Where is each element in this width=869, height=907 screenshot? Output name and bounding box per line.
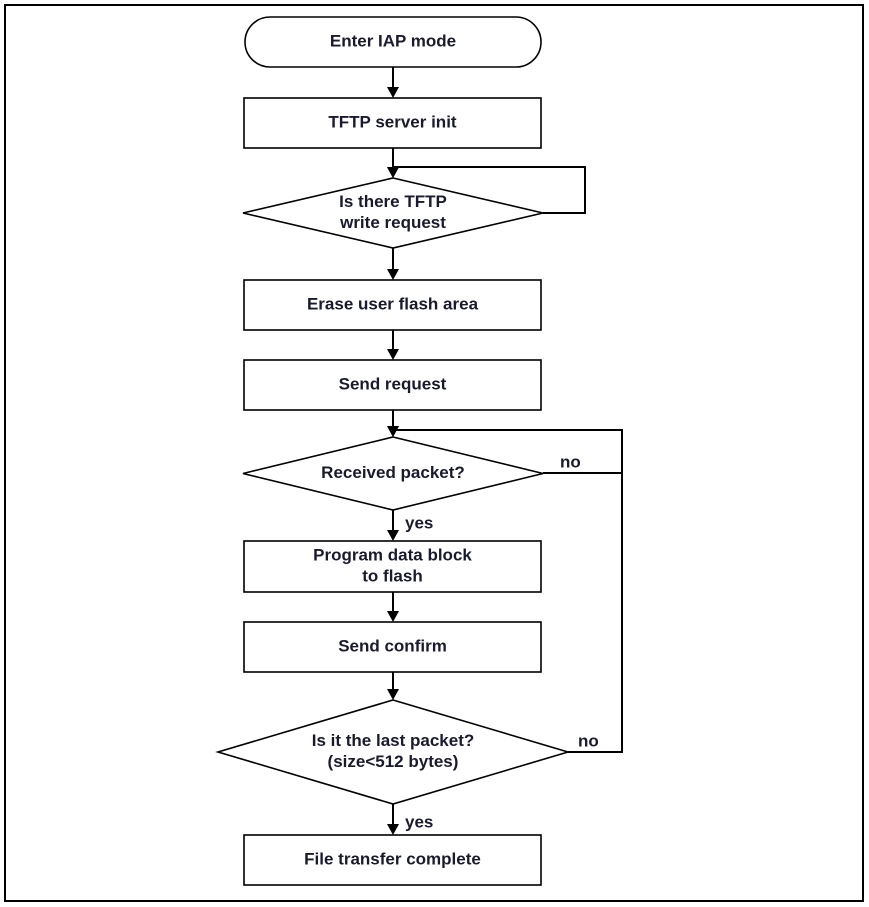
edge-e-last-yes (387, 804, 399, 835)
node-send_confirm[interactable]: Send confirm (243, 621, 542, 673)
node-done[interactable]: File transfer complete (243, 834, 542, 886)
node-program[interactable]: Program data block to flash (243, 540, 542, 593)
node-last_packet[interactable]: Is it the last packet? (size<512 bytes) (215, 699, 571, 805)
node-start[interactable]: Enter IAP mode (244, 16, 542, 68)
node-diamond (242, 177, 544, 249)
node-label-line: Send request (339, 374, 447, 393)
edge-e-recv-yes (387, 510, 399, 541)
node-label-line: (size<512 bytes) (328, 752, 459, 771)
node-label-line: Received packet? (321, 463, 465, 482)
edge-label-e-last-no: no (578, 731, 599, 750)
node-label-line: Send confirm (338, 636, 447, 655)
arrow-head-icon (387, 87, 399, 98)
arrow-head-icon (387, 530, 399, 541)
edge-e-program-confirm (387, 592, 399, 622)
node-recv_packet[interactable]: Received packet? (242, 436, 544, 511)
node-send_req[interactable]: Send request (243, 359, 542, 411)
node-rect (243, 834, 542, 886)
node-rect (243, 621, 542, 673)
node-label-line: Enter IAP mode (330, 31, 456, 50)
node-label-line: Erase user flash area (307, 294, 479, 313)
edge-layer (387, 67, 623, 835)
node-rect (243, 540, 542, 593)
arrow-head-icon (387, 167, 399, 178)
node-diamond (215, 699, 571, 805)
node-label-line: File transfer complete (304, 849, 481, 868)
node-label-line: TFTP server init (328, 112, 457, 131)
edge-e-writereq-erase (387, 248, 399, 280)
node-write_req[interactable]: Is there TFTP write request (242, 177, 544, 249)
node-rect (243, 279, 542, 331)
edge-e-recv-no (387, 426, 623, 474)
diagram-frame (4, 4, 864, 902)
edge-e-erase-sendreq (387, 330, 399, 360)
edge-label-e-recv-yes: yes (405, 513, 433, 532)
edge-path (568, 473, 623, 753)
node-label-line: write request (339, 213, 446, 232)
edge-label-layer: no yes no yes (405, 452, 599, 831)
node-tftp_init[interactable]: TFTP server init (243, 97, 542, 149)
node-label-line: Program data block (313, 545, 472, 564)
edge-e-last-no (568, 473, 623, 753)
edge-e-confirm-last (387, 672, 399, 700)
node-label-line: to flash (362, 566, 422, 585)
arrow-head-icon (387, 269, 399, 280)
arrow-head-icon (387, 349, 399, 360)
arrow-head-icon (387, 824, 399, 835)
node-erase[interactable]: Erase user flash area (243, 279, 542, 331)
arrow-head-icon (387, 426, 399, 437)
node-rect (243, 97, 542, 149)
arrow-head-icon (387, 611, 399, 622)
node-label-line: Is there TFTP (339, 192, 447, 211)
arrow-head-icon (387, 689, 399, 700)
node-label-line: Is it the last packet? (312, 731, 475, 750)
node-diamond (242, 436, 544, 511)
edge-label-e-recv-no: no (560, 452, 581, 471)
edge-e-start-init (387, 67, 399, 98)
node-rect (243, 359, 542, 411)
edge-label-e-last-yes: yes (405, 812, 433, 831)
edge-e-writereq-loop (387, 166, 586, 214)
node-rounded-rect (244, 16, 542, 68)
